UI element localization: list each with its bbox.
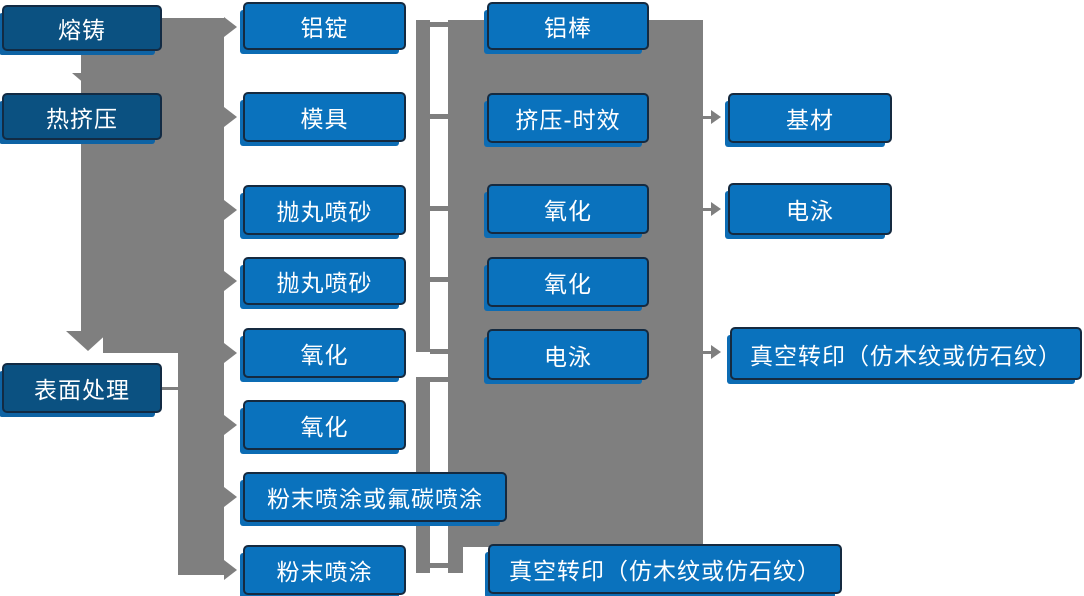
connector-tick-oxidation-3: [430, 206, 448, 211]
node-label: 模具: [300, 107, 349, 133]
node-label: 抛丸喷砂: [276, 200, 373, 226]
connector-arrow-to-vacuum-transfer-right: [711, 345, 721, 359]
connector-trunk-left-upper: [81, 18, 224, 334]
node-vacuum-transfer-print-bottom: 真空转印（仿木纹或仿石纹）: [488, 544, 842, 594]
node-oxidation-3: 氧化: [487, 184, 649, 234]
node-powder-or-fluorocarbon-coating: 粉末喷涂或氟碳喷涂: [243, 472, 507, 522]
connector-arrow-to-shot-blast-2: [224, 271, 237, 291]
node-label: 热挤压: [46, 106, 118, 133]
node-oxidation-4: 氧化: [487, 257, 649, 307]
connector-stub-to-electrophoresis-2: [703, 208, 712, 211]
node-label: 电泳: [786, 199, 834, 225]
node-shot-blast-sandblast-2: 抛丸喷砂: [243, 257, 406, 305]
node-electrophoresis-1: 电泳: [487, 329, 649, 380]
connector-arrow-to-powder-or-fluorocarbon: [224, 487, 237, 507]
connector-arrow-to-oxidation-2: [224, 415, 237, 435]
connector-trunk-left-lower: [178, 353, 224, 575]
node-label: 铝锭: [300, 16, 349, 42]
node-aluminum-ingot: 铝锭: [243, 2, 406, 50]
connector-tick-extrusion-aging: [430, 114, 448, 119]
node-label: 铝棒: [544, 16, 592, 42]
connector-arrow-to-base-material: [711, 110, 721, 124]
node-label: 基材: [786, 108, 834, 134]
connector-arrow-to-electrophoresis-2: [711, 202, 721, 216]
node-label: 电泳: [544, 344, 592, 371]
node-extrusion-aging: 挤压-时效: [487, 93, 649, 143]
node-label: 氧化: [544, 199, 592, 225]
connector-arrow-to-mold: [224, 107, 237, 127]
node-label: 表面处理: [34, 378, 130, 404]
node-shot-blast-sandblast-1: 抛丸喷砂: [243, 185, 406, 235]
node-label: 真空转印（仿木纹或仿石纹）: [750, 343, 1062, 370]
connector-arrow-to-aluminum-ingot: [224, 17, 237, 37]
connector-arrow-to-shot-blast-1: [224, 200, 237, 220]
connector-stub-to-base-material: [703, 116, 712, 119]
node-hot-extrusion: 热挤压: [2, 93, 162, 140]
node-label: 真空转印（仿木纹或仿石纹）: [509, 559, 821, 585]
node-label: 熔铸: [58, 18, 106, 44]
connector-tick-bottom: [430, 563, 448, 568]
connector-arrow-to-oxidation-1: [224, 343, 237, 363]
connector-block-right-foot: [448, 547, 463, 573]
node-label: 粉末喷涂: [276, 560, 373, 586]
connector-stub-surface-treatment: [162, 387, 178, 390]
node-label: 抛丸喷砂: [276, 271, 373, 297]
node-label: 氧化: [300, 415, 349, 441]
node-aluminum-rod: 铝棒: [487, 2, 649, 50]
connector-tick-oxidation-4: [430, 277, 448, 282]
node-surface-treatment: 表面处理: [2, 363, 162, 413]
node-powder-coating: 粉末喷涂: [243, 545, 406, 595]
connector-stub-to-vacuum-transfer-right: [703, 351, 712, 354]
node-label: 氧化: [544, 272, 592, 298]
connector-tick-aluminum-rod: [430, 22, 448, 27]
connector-tick-bar-lower-top: [430, 377, 448, 382]
connector-bar-middle-upper: [416, 20, 430, 352]
node-label: 挤压-时效: [515, 108, 621, 134]
connector-arrow-down-to-surface-treatment: [66, 331, 110, 351]
node-mold: 模具: [243, 92, 406, 142]
node-oxidation-2: 氧化: [243, 400, 406, 450]
node-label: 氧化: [300, 343, 349, 369]
node-electrophoresis-2: 电泳: [728, 183, 892, 235]
connector-arrow-down-to-hot-extrusion: [72, 73, 100, 85]
connector-tick-electrophoresis: [430, 349, 448, 354]
node-label: 粉末喷涂或氟碳喷涂: [267, 487, 483, 513]
node-vacuum-transfer-print-right: 真空转印（仿木纹或仿石纹）: [730, 327, 1082, 380]
connector-trunk-left-upper-foot: [103, 334, 224, 353]
node-base-material: 基材: [728, 93, 892, 143]
node-melting-casting: 熔铸: [2, 5, 162, 51]
node-oxidation-1: 氧化: [243, 328, 406, 378]
connector-arrow-to-powder-coating: [224, 560, 237, 580]
